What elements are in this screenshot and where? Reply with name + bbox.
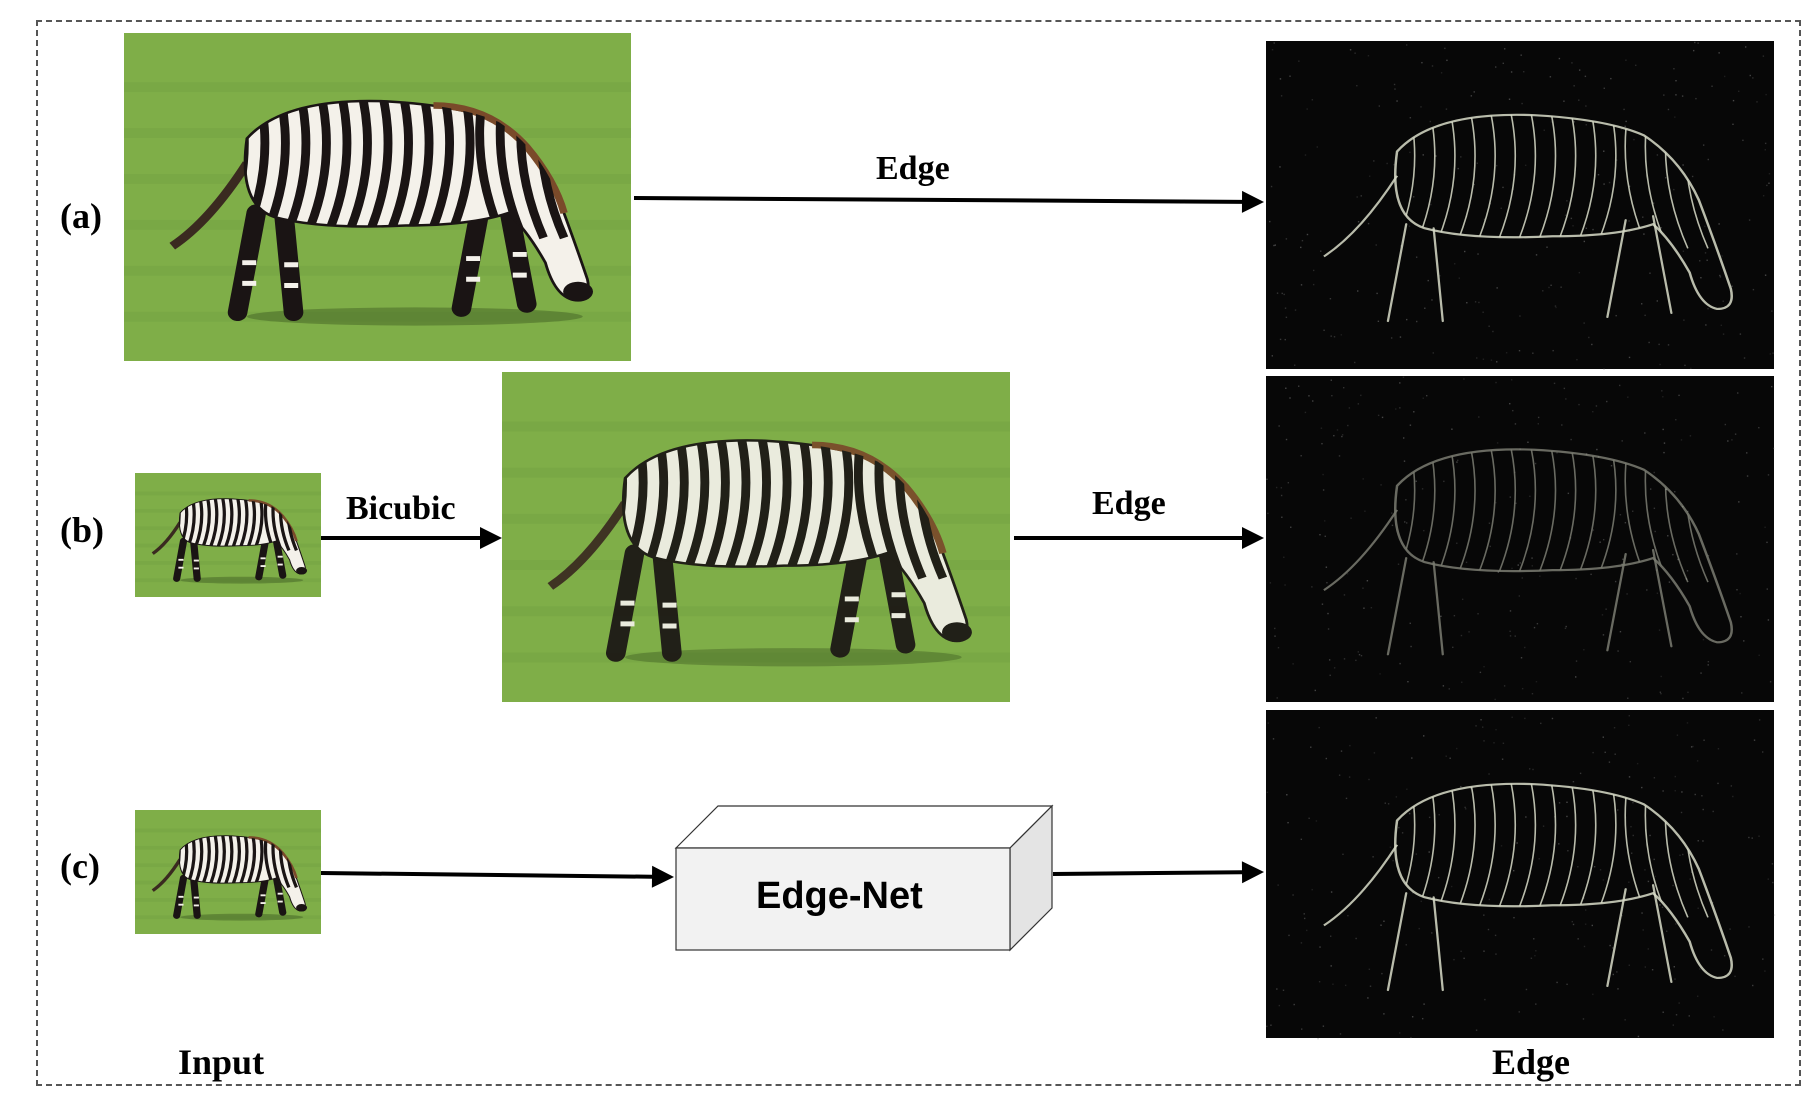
arrow-c-input — [320, 865, 674, 888]
zebra-photo — [502, 372, 1010, 702]
edge-net-label: Edge-Net — [756, 875, 923, 917]
row-label-b: (b) — [60, 510, 104, 550]
edge-column-label: Edge — [1492, 1042, 1571, 1082]
edge-net-box — [674, 804, 1054, 952]
bicubic-arrow-label: Bicubic — [346, 490, 456, 527]
zebra-photo — [135, 810, 321, 934]
zebra-photo — [124, 33, 631, 361]
row-label-c: (c) — [60, 846, 100, 886]
edge-arrow-label-a: Edge — [876, 150, 950, 187]
edge-map-image — [1266, 41, 1774, 370]
edge-map-image — [1266, 710, 1776, 1040]
input-column-label: Input — [178, 1042, 265, 1082]
arrow-c-output — [1052, 861, 1264, 884]
dashed-border — [36, 20, 1801, 1086]
arrow-b-edge — [1014, 527, 1264, 549]
arrow-b-bicubic — [321, 527, 502, 549]
edge-arrow-label-b: Edge — [1092, 485, 1166, 522]
row-label-a: (a) — [60, 196, 102, 236]
edge-map-image — [1266, 376, 1775, 702]
zebra-photo — [135, 473, 321, 597]
arrow-a-edge — [633, 190, 1264, 213]
